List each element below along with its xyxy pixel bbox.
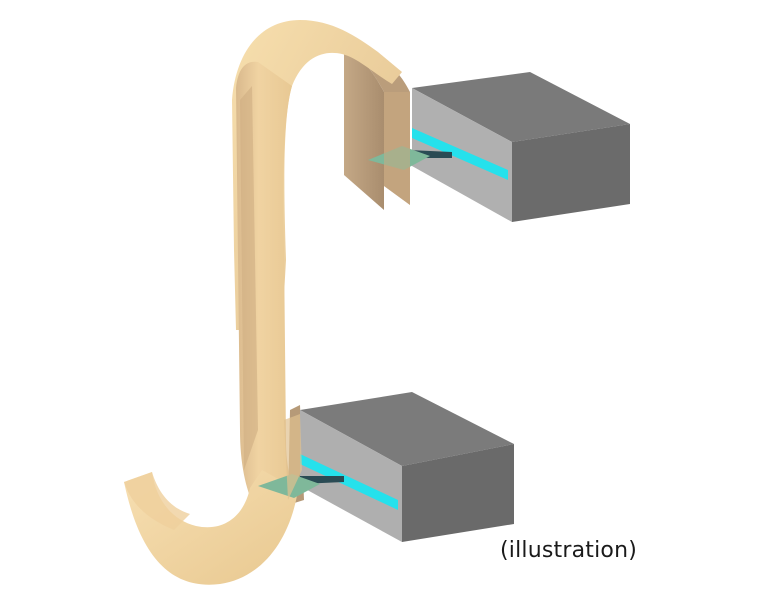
- upper-block-top: [412, 72, 630, 142]
- film-back-panel-upper: [344, 49, 384, 211]
- upper-block: [412, 72, 630, 222]
- lower-block-top: [300, 392, 514, 466]
- film-front-overlay-lower: [284, 414, 302, 500]
- upper-slit: [412, 128, 508, 180]
- lower-block: [300, 392, 514, 542]
- film-front-overlay-upper: [384, 92, 410, 205]
- film-bottom-curl-inner: [124, 472, 190, 530]
- upper-block-right: [512, 124, 630, 222]
- lower-block-front: [300, 410, 402, 542]
- film-strip-shade: [240, 86, 258, 470]
- illustration-caption: (illustration): [500, 538, 638, 563]
- lower-block-right: [402, 444, 514, 542]
- film-bottom-curl: [124, 470, 298, 585]
- lower-slit: [300, 454, 398, 510]
